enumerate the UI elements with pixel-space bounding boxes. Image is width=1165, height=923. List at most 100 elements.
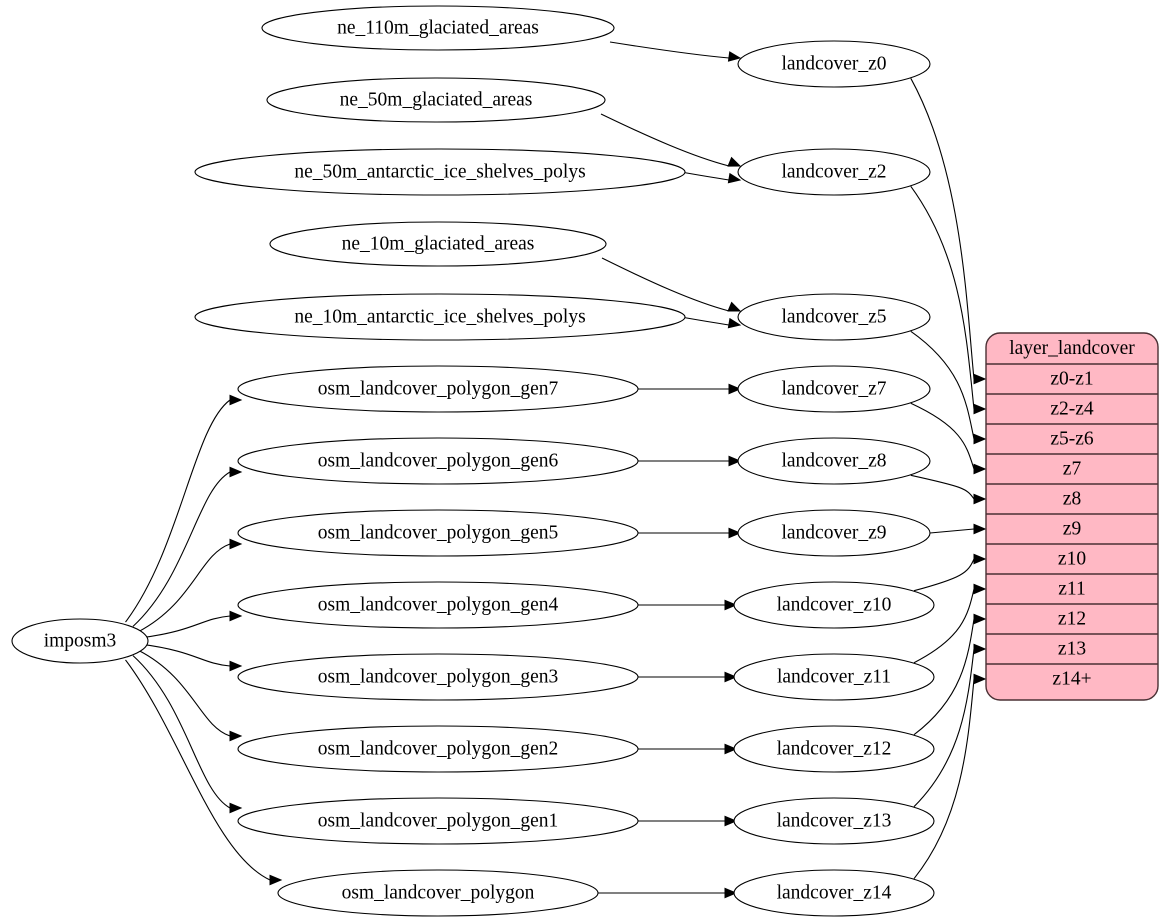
node-ne_50m_glaciated_areas[interactable]: ne_50m_glaciated_areas xyxy=(266,77,606,123)
node-shape xyxy=(277,869,599,917)
node-osm_landcover_polygon[interactable]: osm_landcover_polygon xyxy=(277,869,599,917)
table-row-hit[interactable] xyxy=(986,514,1158,544)
table-row-hit[interactable] xyxy=(986,424,1158,454)
edge-line xyxy=(910,474,975,500)
node-osm_landcover_polygon_gen1[interactable]: osm_landcover_polygon_gen1 xyxy=(237,797,639,845)
node-shape xyxy=(11,618,149,664)
node-landcover_z7[interactable]: landcover_z7 xyxy=(737,365,931,413)
edge-landcover_z12-to-table-row-8 xyxy=(913,613,987,736)
edge-imposm3-to-osm_landcover_polygon_gen2 xyxy=(138,649,243,742)
node-osm_landcover_polygon_gen6[interactable]: osm_landcover_polygon_gen6 xyxy=(237,437,639,485)
table-row[interactable]: z5-z6 xyxy=(986,424,1158,454)
table-row[interactable]: z10 xyxy=(986,544,1158,574)
edge-landcover_z10-to-table-row-6 xyxy=(913,553,987,592)
edge-line xyxy=(913,678,975,880)
edge-arrowhead xyxy=(973,493,987,505)
node-shape xyxy=(737,365,931,413)
node-landcover_z14[interactable]: landcover_z14 xyxy=(733,869,935,917)
edge-line xyxy=(132,655,231,809)
edge-osm_landcover_polygon_gen3-to-landcover_z11 xyxy=(638,671,738,683)
edge-arrowhead xyxy=(973,373,987,385)
table-row[interactable]: z7 xyxy=(986,454,1158,484)
edge-imposm3-to-osm_landcover_polygon xyxy=(125,659,283,886)
edge-arrowhead xyxy=(724,599,738,611)
table-row-hit[interactable] xyxy=(986,544,1158,574)
node-landcover_z9[interactable]: landcover_z9 xyxy=(737,509,931,557)
node-landcover_z12[interactable]: landcover_z12 xyxy=(733,725,935,773)
edge-arrowhead xyxy=(229,610,243,622)
node-ne_110m_glaciated_areas[interactable]: ne_110m_glaciated_areas xyxy=(261,5,615,51)
table-row-hit[interactable] xyxy=(986,664,1158,694)
node-shape xyxy=(737,293,931,341)
edge-arrowhead xyxy=(727,172,742,184)
node-ne_10m_glaciated_areas[interactable]: ne_10m_glaciated_areas xyxy=(269,221,607,267)
table-row[interactable]: z9 xyxy=(986,514,1158,544)
table-row-hit[interactable] xyxy=(986,394,1158,424)
node-osm_landcover_polygon_gen7[interactable]: osm_landcover_polygon_gen7 xyxy=(237,365,639,413)
table-row-hit[interactable] xyxy=(986,364,1158,394)
node-landcover_z8[interactable]: landcover_z8 xyxy=(737,437,931,485)
table-row[interactable]: z12 xyxy=(986,604,1158,634)
node-ne_50m_antarctic_ice_shelves_polys[interactable]: ne_50m_antarctic_ice_shelves_polys xyxy=(194,148,686,196)
table-row-hit[interactable] xyxy=(986,454,1158,484)
node-shape xyxy=(733,797,935,845)
node-imposm3[interactable]: imposm3 xyxy=(11,618,149,664)
edge-line xyxy=(913,588,975,664)
node-osm_landcover_polygon_gen4[interactable]: osm_landcover_polygon_gen4 xyxy=(237,581,639,629)
edge-line xyxy=(913,648,975,808)
edge-arrowhead xyxy=(229,538,243,550)
edge-landcover_z0-to-table-row-0 xyxy=(910,78,987,385)
edge-imposm3-to-osm_landcover_polygon_gen1 xyxy=(132,655,243,814)
edge-arrowhead xyxy=(727,156,742,167)
edge-ne_50m_glaciated_areas-to-landcover_z2 xyxy=(600,113,742,167)
table-row[interactable]: z8 xyxy=(986,484,1158,514)
node-landcover_z11[interactable]: landcover_z11 xyxy=(733,653,935,701)
table-row-hit[interactable] xyxy=(986,574,1158,604)
node-landcover_z13[interactable]: landcover_z13 xyxy=(733,797,935,845)
table-row-hit[interactable] xyxy=(986,634,1158,664)
node-osm_landcover_polygon_gen3[interactable]: osm_landcover_polygon_gen3 xyxy=(237,653,639,701)
edge-line xyxy=(910,330,975,440)
edge-ne_10m_glaciated_areas-to-landcover_z5 xyxy=(601,257,742,312)
edge-osm_landcover_polygon_gen1-to-landcover_z13 xyxy=(638,815,738,827)
edge-imposm3-to-osm_landcover_polygon_gen3 xyxy=(141,643,243,672)
edge-imposm3-to-osm_landcover_polygon_gen5 xyxy=(138,538,243,633)
edge-arrowhead xyxy=(229,660,243,672)
edge-arrowhead xyxy=(973,403,987,415)
edge-arrowhead xyxy=(973,523,987,535)
node-landcover_z2[interactable]: landcover_z2 xyxy=(737,148,931,196)
edge-arrowhead xyxy=(973,463,987,475)
node-shape xyxy=(733,869,935,917)
edge-osm_landcover_polygon-to-landcover_z14 xyxy=(598,887,738,899)
node-osm_landcover_polygon_gen2[interactable]: osm_landcover_polygon_gen2 xyxy=(237,725,639,773)
table-row[interactable]: z0-z1 xyxy=(986,364,1158,394)
edge-arrowhead xyxy=(229,466,243,478)
node-landcover_z5[interactable]: landcover_z5 xyxy=(737,293,931,341)
edge-arrowhead xyxy=(229,802,243,814)
layer-landcover-table: layer_landcoverz0-z1z2-z4z5-z6z7z8z9z10z… xyxy=(985,332,1159,701)
node-shape xyxy=(237,653,639,701)
edge-line xyxy=(132,471,231,627)
table-row[interactable]: z13 xyxy=(986,634,1158,664)
edge-line xyxy=(913,618,975,736)
table-row-hit[interactable] xyxy=(986,484,1158,514)
node-shape xyxy=(733,581,935,629)
edge-landcover_z9-to-table-row-5 xyxy=(929,523,987,535)
edge-arrowhead xyxy=(728,455,742,467)
edge-line xyxy=(680,316,730,326)
node-landcover_z0[interactable]: landcover_z0 xyxy=(737,40,931,88)
edge-arrowhead xyxy=(724,671,738,683)
edge-line xyxy=(910,185,975,410)
node-osm_landcover_polygon_gen5[interactable]: osm_landcover_polygon_gen5 xyxy=(237,509,639,557)
table-row-hit[interactable] xyxy=(986,604,1158,634)
table-row[interactable]: z2-z4 xyxy=(986,394,1158,424)
table-row[interactable]: z11 xyxy=(986,574,1158,604)
node-shape xyxy=(237,365,639,413)
table-row[interactable]: z14+ xyxy=(986,664,1158,694)
edge-landcover_z13-to-table-row-9 xyxy=(913,643,987,808)
edge-line xyxy=(910,78,975,380)
node-landcover_z10[interactable]: landcover_z10 xyxy=(733,581,935,629)
edge-ne_10m_antarctic_ice_shelves_polys-to-landcover_z5 xyxy=(680,316,742,329)
node-ne_10m_antarctic_ice_shelves_polys[interactable]: ne_10m_antarctic_ice_shelves_polys xyxy=(194,293,686,341)
